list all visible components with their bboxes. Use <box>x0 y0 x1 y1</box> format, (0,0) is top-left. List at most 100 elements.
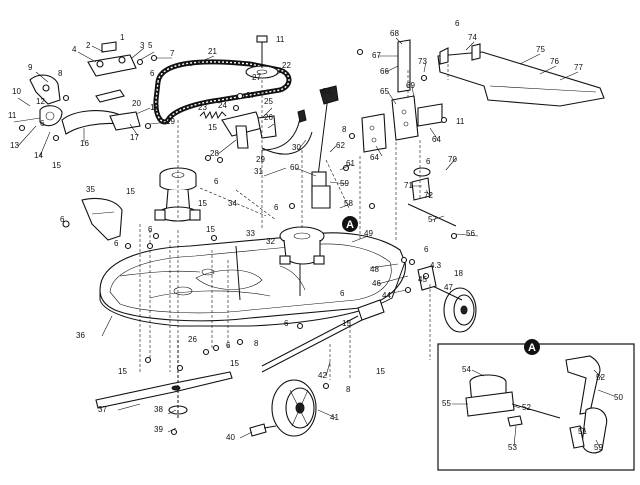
left-arm-bracket <box>29 74 63 127</box>
part-label: 76 <box>550 57 559 66</box>
part-label: 6 <box>274 203 279 212</box>
part-label: 63 <box>322 87 331 96</box>
part-label: 18 <box>454 269 463 278</box>
part-label: 7 <box>170 49 175 58</box>
part-label: 38 <box>154 405 163 414</box>
part-label: 21 <box>208 47 217 56</box>
part-label: 70 <box>448 155 457 164</box>
part-label: 59 <box>594 443 603 452</box>
part-label: 6 <box>150 69 155 78</box>
part-label: 6 <box>455 19 460 28</box>
part-label: 27 <box>252 73 261 82</box>
part-label: 6 <box>226 341 231 350</box>
part-label: 15 <box>230 359 239 368</box>
lift-lever <box>311 85 339 209</box>
part-label: 28 <box>210 149 219 158</box>
part-label: 34 <box>228 199 237 208</box>
part-label: 15 <box>118 367 127 376</box>
part-label: 27 <box>246 91 255 100</box>
part-label: 49 <box>364 229 373 238</box>
part-label: 45 <box>418 275 427 284</box>
part-label: 65 <box>380 87 389 96</box>
rear-hitch-bracket <box>437 43 605 107</box>
part-label: 13 <box>10 141 19 150</box>
part-label: 6 <box>114 239 119 248</box>
part-label: 24 <box>218 101 227 110</box>
part-label: 51 <box>578 427 587 436</box>
part-label: 36 <box>76 331 85 340</box>
deck-guard <box>81 197 123 241</box>
part-label: 74 <box>468 33 477 42</box>
part-label: 22 <box>282 61 291 70</box>
part-label: 25 <box>264 97 273 106</box>
part-label: 59 <box>340 179 349 188</box>
part-label: 4.3 <box>430 261 442 270</box>
part-label: 73 <box>418 57 427 66</box>
roller-shield <box>61 89 141 135</box>
part-label: 32 <box>266 237 275 246</box>
part-label: 11 <box>276 35 285 44</box>
part-label: 75 <box>536 45 545 54</box>
cutting-blade <box>95 371 233 409</box>
front-hanger-bracket <box>87 41 137 77</box>
part-label: 11 <box>456 117 465 126</box>
part-label: 6 <box>148 225 153 234</box>
part-label: 6 <box>60 215 65 224</box>
front-wheel-right <box>443 287 477 333</box>
part-label: 6 <box>214 177 219 186</box>
part-label: 54 <box>462 365 471 374</box>
part-label: 12 <box>36 97 45 106</box>
part-label: 72 <box>424 191 433 200</box>
hardware-fasteners <box>18 48 458 436</box>
part-label: 14 <box>34 151 43 160</box>
part-label: 47 <box>444 283 453 292</box>
part-label: 15 <box>342 319 351 328</box>
part-label: 35 <box>86 185 95 194</box>
part-label: 62 <box>336 141 345 150</box>
callout-badge-main: A <box>342 216 358 232</box>
part-label: 9 <box>28 63 33 72</box>
drive-belt <box>153 59 292 125</box>
part-label: 68 <box>390 29 399 38</box>
part-label: 33 <box>246 229 255 238</box>
part-label: 17 <box>130 133 139 142</box>
part-label: 5 <box>148 41 153 50</box>
part-label: 52 <box>522 403 531 412</box>
part-label: 30 <box>292 143 301 152</box>
part-label: 1 <box>120 33 125 42</box>
part-label: 37 <box>98 405 107 414</box>
part-label: 58 <box>344 199 353 208</box>
part-label: 18 <box>150 103 159 112</box>
engagement-cable <box>261 109 313 155</box>
part-label: 60 <box>290 163 299 172</box>
rear-pivot-shaft <box>407 167 457 227</box>
inset-badge-text: A <box>528 342 536 354</box>
part-label: 71 <box>404 181 413 190</box>
part-label: 3 <box>140 41 145 50</box>
part-label: 6 <box>426 157 431 166</box>
part-label: 53 <box>508 443 517 452</box>
idler-arm-bracket <box>221 111 277 149</box>
part-label: 6 <box>284 319 289 328</box>
wheel-bolt <box>249 423 277 437</box>
height-adjust-brackets <box>361 39 443 153</box>
part-label: 56 <box>466 229 475 238</box>
tension-spring <box>199 110 227 120</box>
part-label: 6 <box>340 289 345 298</box>
part-label: 8 <box>58 69 63 78</box>
part-label: 26 <box>264 113 273 122</box>
part-label: 16 <box>80 139 89 148</box>
part-label: 15 <box>52 161 61 170</box>
part-label: 44 <box>382 291 391 300</box>
front-axle-bar <box>261 299 385 373</box>
part-label: 6 <box>424 245 429 254</box>
part-label: 6 <box>40 119 45 128</box>
part-label: 39 <box>154 425 163 434</box>
part-label: 19 <box>166 117 175 126</box>
part-label: 23 <box>198 103 207 112</box>
part-label: 8 <box>254 339 259 348</box>
part-label: 64 <box>370 153 379 162</box>
part-label: 10 <box>12 87 21 96</box>
